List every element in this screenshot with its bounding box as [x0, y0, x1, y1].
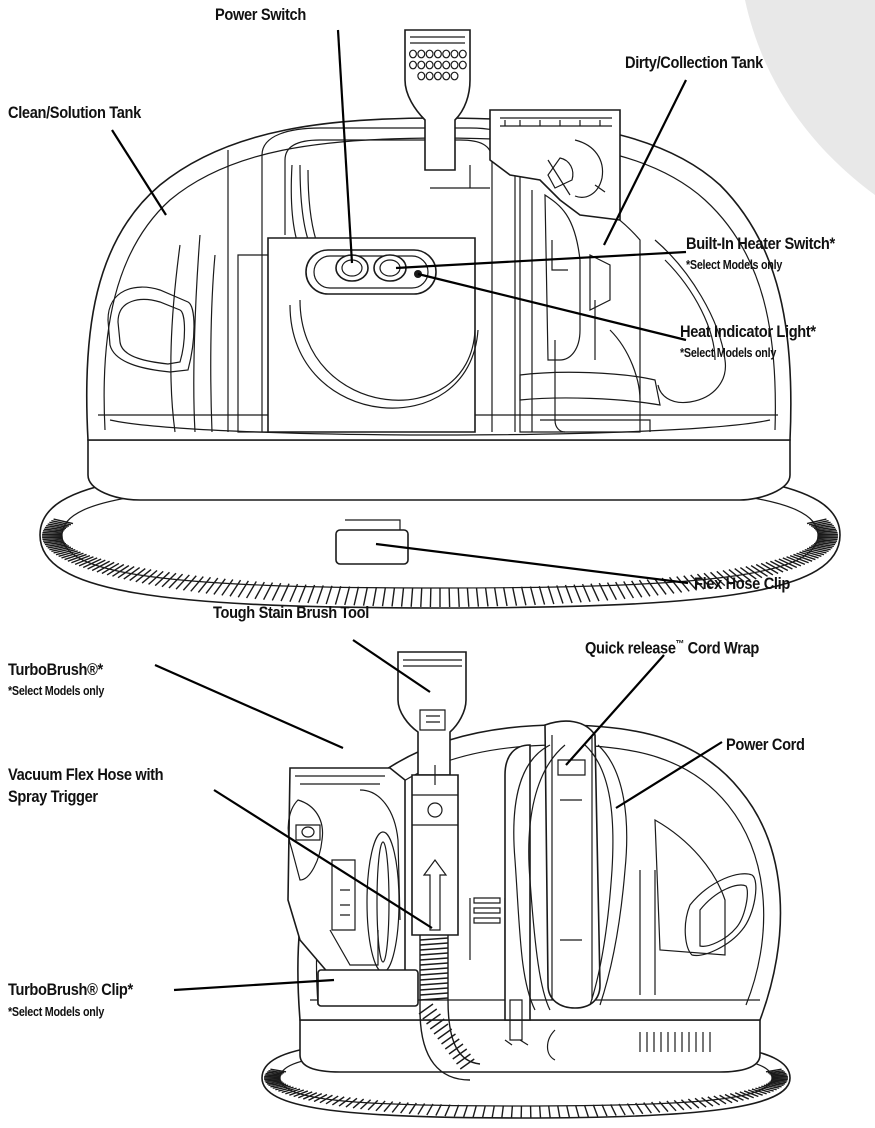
label-stain-brush: Tough Stain Brush Tool: [213, 603, 369, 623]
label-power-cord: Power Cord: [726, 735, 805, 755]
corner-shape: [745, 0, 875, 195]
cord-wrap-text: Quick release: [585, 639, 676, 658]
leader-clean-tank: [112, 130, 166, 215]
label-heat-light: Heat Indicator Light*: [680, 322, 816, 342]
label-dirty-tank: Dirty/Collection Tank: [625, 53, 763, 73]
cord-wrap-tm: ™: [676, 639, 684, 650]
label-turbo-clip: TurboBrush® Clip*: [8, 980, 133, 1000]
label-vac-hose-line1: Vacuum Flex Hose with: [8, 765, 163, 785]
leader-turbobrush: [155, 665, 343, 748]
label-turbobrush: TurboBrush®*: [8, 660, 103, 680]
label-power-switch: Power Switch: [215, 5, 306, 25]
label-clean-tank: Clean/Solution Tank: [8, 103, 141, 123]
label-heater-switch: Built-In Heater Switch*: [686, 234, 835, 254]
label-flex-clip: Flex Hose Clip: [694, 574, 790, 594]
label-vac-hose-line2: Spray Trigger: [8, 787, 98, 807]
top-base: [88, 440, 790, 500]
cord-wrap-end: Cord Wrap: [684, 639, 759, 658]
top-unit: [40, 30, 840, 608]
label-heat-select: *Select Models only: [680, 346, 776, 361]
turbobrush-clip-shape: [318, 970, 418, 1006]
label-turbobrush-select: *Select Models only: [8, 684, 104, 699]
label-turbo-clip-select: *Select Models only: [8, 1005, 104, 1020]
bottom-unit: [262, 652, 790, 1118]
label-cord-wrap: Quick release™ Cord Wrap: [585, 635, 759, 659]
switch-plate: [306, 250, 436, 294]
label-heater-select: *Select Models only: [686, 258, 782, 273]
